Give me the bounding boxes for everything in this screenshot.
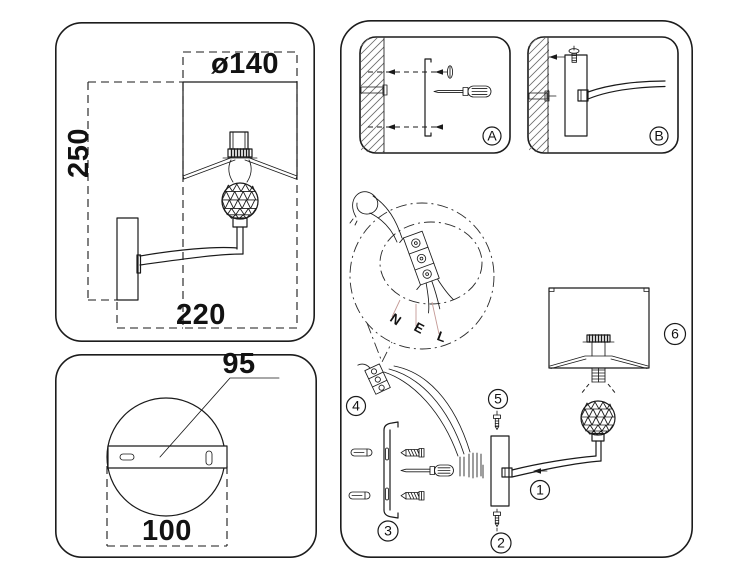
- screw-b-top: [568, 45, 580, 63]
- screwdriver-4-icon: [400, 464, 454, 477]
- wiring-zoom-bubble: N E L: [349, 191, 495, 364]
- wire-neutral-label: N: [387, 310, 404, 328]
- terminal-block: [399, 230, 454, 314]
- leader-95: [159, 377, 280, 458]
- direction-arrowheads: [387, 69, 443, 130]
- wall-anchors: [348, 448, 373, 500]
- step-3-label: 3: [384, 523, 392, 539]
- detail-a-badge: [482, 126, 502, 146]
- wall-anchor-a: [360, 84, 388, 96]
- crystal-ball-6: [580, 400, 616, 436]
- arm-wall-flange: [136, 254, 142, 274]
- screw-2-icon: [493, 508, 501, 532]
- arm-and-wall-plate: [116, 217, 248, 301]
- mount-bracket: [383, 421, 399, 519]
- lampshade-6: [548, 287, 650, 369]
- panel-side-view: ø140 250 220: [55, 22, 315, 342]
- step-5-label: 5: [494, 391, 502, 407]
- step-1-badge: [529, 479, 551, 501]
- crystal-ball: [221, 182, 259, 220]
- arm-clip-b: [577, 80, 666, 102]
- bracket-edge-view: [424, 58, 432, 137]
- bubble-tail: [366, 322, 393, 364]
- bulb-neck: [228, 159, 252, 183]
- panel-instructions-border: [340, 20, 693, 559]
- plate-assembly-group: 5 1 2: [482, 388, 551, 554]
- panel-instructions: A B: [340, 20, 693, 559]
- screw-axis-dashes: [368, 71, 442, 128]
- power-cable: [349, 191, 403, 243]
- dimension-lines-dashed: [87, 51, 298, 329]
- detail-a-label: A: [487, 128, 497, 144]
- wire-live-label: L: [435, 328, 448, 345]
- socket-tube: [229, 131, 249, 150]
- dimension-diameter-label: ø140: [211, 48, 279, 80]
- wall-hatch-b: [529, 38, 549, 152]
- wall-plate: [490, 435, 510, 507]
- screw-5-icon: [493, 410, 501, 430]
- step-1-label: 1: [536, 482, 544, 498]
- mount-plate: [116, 217, 139, 301]
- lampshade-side: [182, 81, 298, 180]
- panel-backplate-view: 95 100: [55, 348, 317, 558]
- step-3-group: 3: [348, 421, 425, 542]
- arm-clip: [501, 467, 513, 478]
- panel-backplate-border: [55, 354, 317, 558]
- step-4-label: 4: [352, 398, 360, 414]
- push-arrowhead: [549, 54, 557, 60]
- slot-horizontal: [119, 453, 135, 461]
- dimension-hole-spacing-label: 95: [222, 348, 255, 380]
- dimension-height-label: 250: [63, 128, 95, 178]
- wall-anchor-b: [528, 90, 557, 102]
- step-6-badge: [663, 322, 687, 346]
- wires-bundle: [383, 365, 482, 479]
- mount-screws: [400, 448, 425, 501]
- step-2-badge: [490, 532, 512, 554]
- shade-cone: [549, 355, 649, 369]
- ball-collar-6: [591, 432, 605, 442]
- detail-b: B: [527, 36, 679, 154]
- dimension-100-dashes: [106, 466, 228, 547]
- terminal-block-small: [357, 363, 391, 395]
- step-4-group: 4: [345, 363, 482, 479]
- wire-earth-label: E: [412, 319, 427, 336]
- shade-hub: [582, 334, 615, 357]
- ball-collar: [232, 217, 248, 228]
- step-4-badge: [345, 395, 367, 417]
- threaded-tube: [591, 367, 606, 383]
- wall-hatch-a: [361, 38, 384, 152]
- slot-vertical: [205, 450, 213, 466]
- dimension-width-label: 100: [142, 515, 192, 547]
- arm-6: [511, 455, 602, 478]
- stem-6: [595, 440, 602, 462]
- wire-leader-lines: [391, 299, 440, 335]
- step-2-label: 2: [497, 535, 505, 551]
- detail-a: A: [359, 36, 511, 154]
- detail-b-badge: [649, 126, 669, 146]
- dimension-depth-label: 220: [176, 299, 226, 331]
- step-5-badge: [487, 388, 509, 410]
- insert-guides: [580, 383, 617, 395]
- mount-bar: [107, 445, 228, 469]
- detail-b-label: B: [654, 128, 663, 144]
- step-6-label: 6: [671, 326, 679, 342]
- mount-plate-b: [564, 54, 588, 137]
- screw-a-icon: [442, 65, 454, 79]
- lamp-assembly-group: 6: [511, 287, 687, 478]
- step-3-badge: [377, 520, 399, 542]
- screwdriver-a-icon: [433, 85, 492, 98]
- panel-side-view-border: [55, 22, 315, 342]
